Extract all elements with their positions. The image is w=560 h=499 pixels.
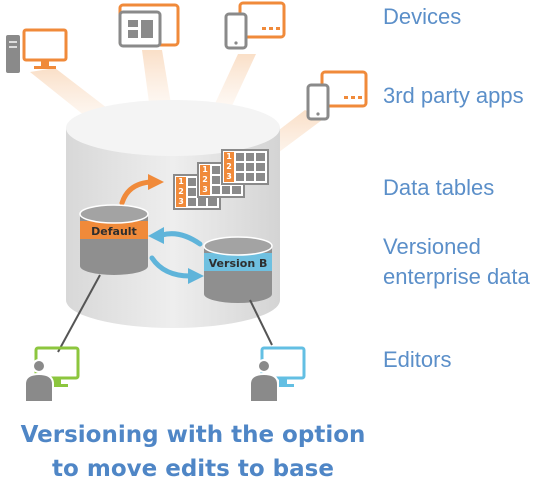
versioned-label-line2: enterprise data — [383, 264, 530, 289]
tablet-icon — [118, 3, 180, 48]
editor-workstation-icon — [24, 346, 80, 403]
beam-tablet-2 — [212, 54, 256, 110]
table-row-number: 2 — [202, 175, 208, 184]
table-row-number: 1 — [178, 177, 184, 186]
third-party-apps-label: 3rd party apps — [383, 83, 524, 108]
editor-workstation-icon — [249, 346, 306, 403]
drum-top — [66, 100, 280, 156]
versioned-label-line1: Versioned — [383, 234, 481, 259]
data-tables-stack: 1 2 3 1 2 3 1 2 3 — [173, 149, 269, 210]
table-row-number: 3 — [226, 172, 232, 181]
editors-label: Editors — [383, 347, 452, 372]
desktop-icon — [6, 28, 68, 73]
version-b-database: Version B — [203, 236, 273, 303]
diagram-caption: Versioning with the option to move edits… — [0, 418, 386, 486]
table-row-number: 1 — [226, 152, 232, 161]
editor-connections — [57, 274, 273, 353]
table-row-number: 2 — [178, 187, 184, 196]
default-db-label: Default — [91, 225, 137, 238]
caption-line-1: Versioning with the option — [20, 422, 366, 448]
beam-tablet-1 — [142, 50, 172, 110]
table-row-number: 3 — [178, 197, 184, 206]
devices-label: Devices — [383, 4, 462, 29]
caption-line-2: to move edits to base — [52, 456, 334, 482]
default-database: Default — [79, 204, 149, 275]
table-row-number: 2 — [226, 162, 232, 171]
third-party-app-icon — [306, 70, 368, 121]
data-table — [221, 149, 269, 185]
data-tables-label: Data tables — [383, 175, 495, 200]
orange-arrow-to-tables — [119, 174, 164, 206]
table-row-number: 1 — [202, 165, 208, 174]
table-row-number: 3 — [202, 185, 208, 194]
blue-sync-arrows — [148, 227, 204, 284]
tablet-icon — [224, 1, 286, 50]
version-b-db-label: Version B — [209, 257, 268, 270]
